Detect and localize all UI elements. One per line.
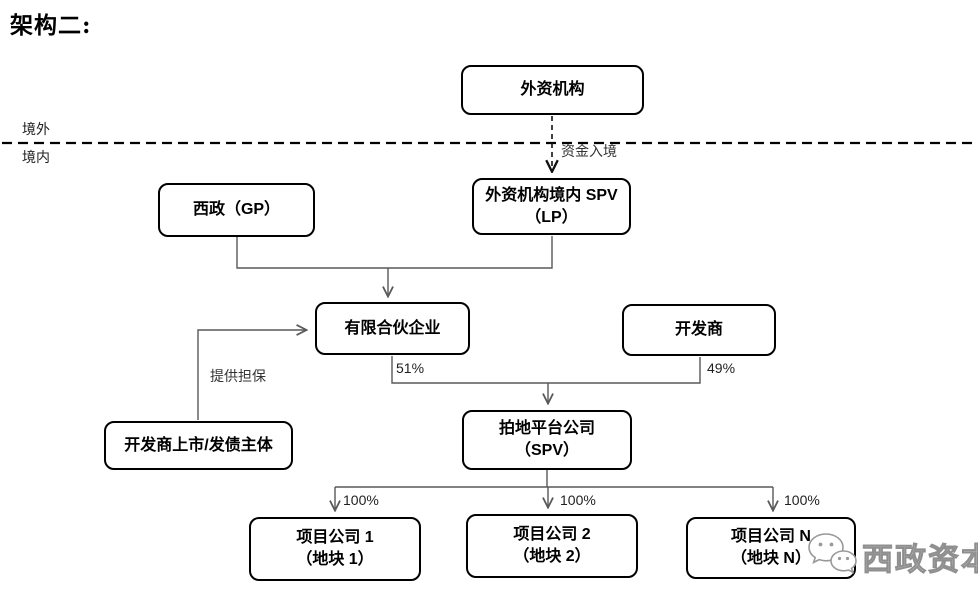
node-project-company-1: 项目公司 1 （地块 1） (249, 517, 421, 581)
node-label: 外资机构境内 SPV (485, 186, 618, 204)
project1-share-label: 100% (343, 492, 379, 508)
node-foreign-institution: 外资机构 (461, 65, 644, 115)
node-xizheng-gp: 西政（GP） (158, 183, 315, 237)
node-developer-listed-entity: 开发商上市/发债主体 (104, 421, 293, 470)
page-title: 架构二: (10, 12, 92, 39)
node-limited-partnership: 有限合伙企业 (315, 302, 470, 355)
node-label: （地块 N） (730, 550, 811, 567)
node-label: （地块 2） (513, 548, 591, 565)
onshore-label: 境内 (22, 149, 50, 165)
node-label: 项目公司 2 (513, 526, 591, 544)
node-label: 项目公司 1 (296, 529, 374, 547)
project2-share-label: 100% (560, 492, 596, 508)
node-label: 拍地平台公司 (498, 420, 595, 438)
projectn-share-label: 100% (784, 492, 820, 508)
node-developer: 开发商 (622, 304, 776, 356)
node-land-platform-spv: 拍地平台公司 （SPV） (462, 410, 632, 470)
node-foreign-spv-lp: 外资机构境内 SPV （LP） (472, 178, 631, 235)
node-project-company-2: 项目公司 2 （地块 2） (466, 514, 638, 578)
node-label: 项目公司 N (730, 528, 811, 546)
partnership-share-label: 51% (396, 360, 425, 376)
node-label: 西政（GP） (192, 201, 281, 219)
node-label: 开发商上市/发债主体 (124, 436, 273, 454)
watermark: 西政资本 (806, 530, 978, 583)
node-label: 开发商 (674, 321, 723, 339)
offshore-label: 境外 (22, 121, 50, 137)
watermark-text: 西政资本 (862, 542, 978, 578)
capital-entry-label: 资金入境 (561, 143, 617, 159)
node-project-company-n: 项目公司 N （地块 N） (686, 517, 856, 579)
node-label: （SPV） (514, 442, 580, 459)
node-label: （LP） (525, 208, 578, 226)
wechat-icon (806, 530, 858, 583)
guarantee-label: 提供担保 (210, 368, 266, 384)
node-label: 有限合伙企业 (344, 319, 441, 337)
node-label: （地块 1） (296, 551, 374, 568)
developer-share-label: 49% (707, 360, 736, 376)
node-label: 外资机构 (520, 81, 585, 99)
